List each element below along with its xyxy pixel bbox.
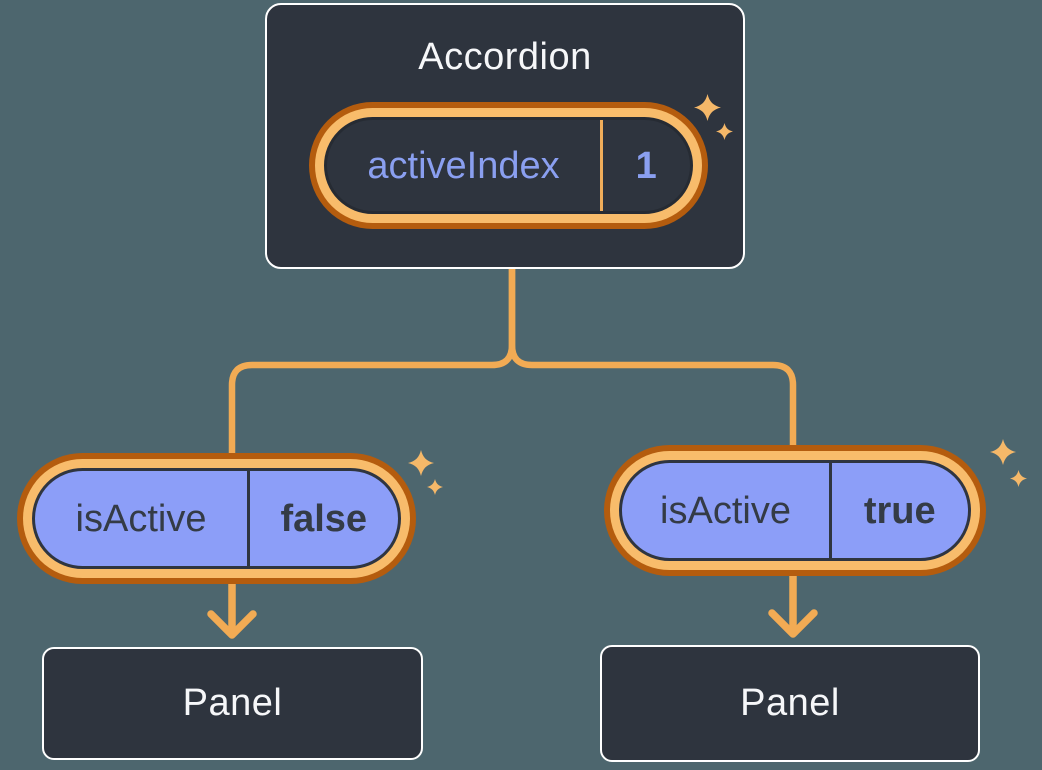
panel-box-left: Panel: [42, 647, 423, 760]
panel-label: Panel: [182, 682, 283, 724]
sparkle-icon: [716, 123, 733, 140]
panel-box-right: Panel: [600, 645, 980, 762]
prop-pill-right: isActive true: [619, 460, 971, 561]
state-name: activeIndex: [367, 144, 560, 187]
panel-label: Panel: [740, 682, 840, 724]
prop-pill-divider: [247, 471, 250, 566]
accordion-box: Accordion activeIndex 1: [265, 3, 745, 269]
prop-value: true: [863, 489, 936, 532]
arrow-down-icon-right: [768, 572, 818, 638]
prop-value: false: [280, 497, 368, 540]
prop-pill-divider: [829, 463, 832, 558]
state-value: 1: [635, 144, 657, 187]
sparkle-icon: [408, 450, 434, 476]
state-pill-divider: [600, 120, 603, 211]
prop-pill-left: isActive false: [32, 468, 401, 569]
prop-name: isActive: [660, 489, 791, 532]
arrow-down-icon-left: [207, 580, 257, 639]
sparkle-icon: [1010, 470, 1027, 487]
sparkle-icon: [694, 94, 721, 121]
branch-right-connector: [508, 265, 797, 466]
sparkle-icon: [990, 439, 1016, 465]
state-pill: activeIndex 1: [324, 117, 693, 214]
sparkle-icon: [427, 479, 443, 495]
accordion-title: Accordion: [418, 36, 592, 78]
prop-name: isActive: [75, 497, 207, 540]
branch-left-connector: [228, 265, 516, 474]
